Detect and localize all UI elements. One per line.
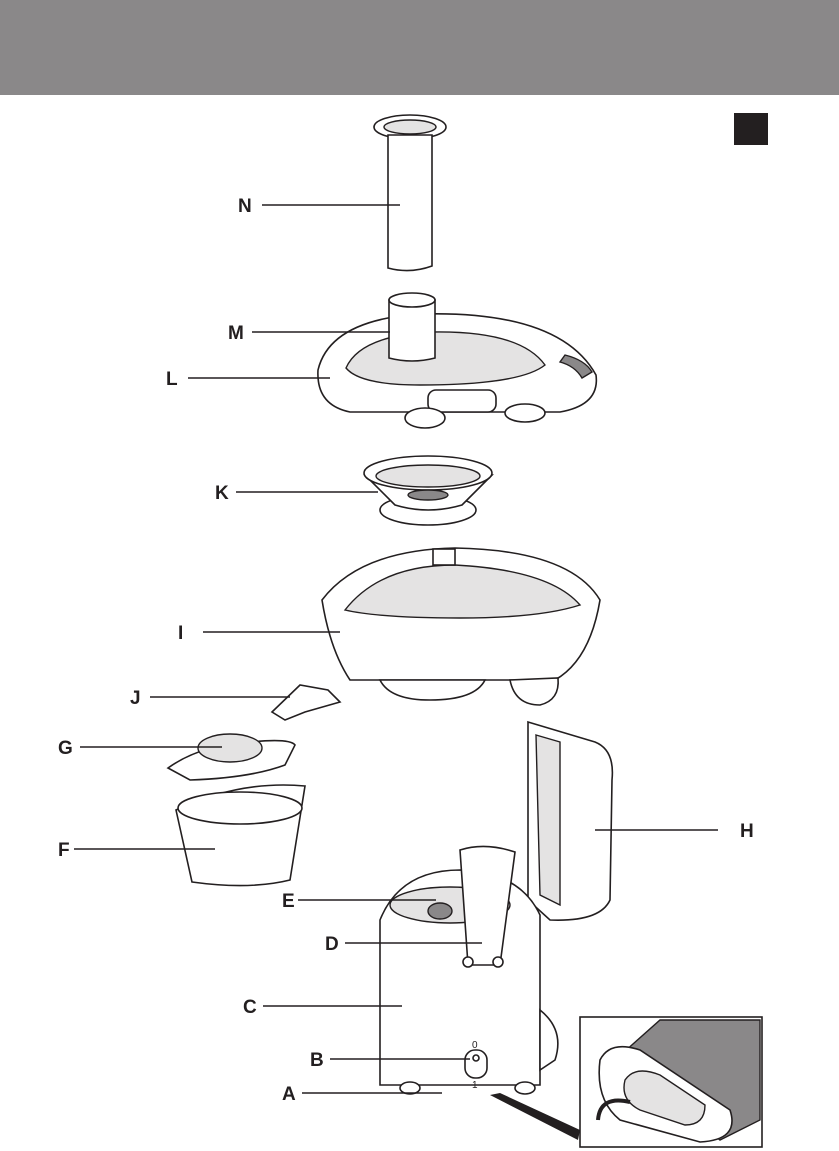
part-juice-jug	[175, 784, 306, 887]
part-feeding-tube	[388, 292, 436, 362]
part-pulp-container	[321, 547, 601, 706]
language-tab-marker	[734, 113, 768, 145]
label-d: D	[325, 934, 339, 955]
label-h: H	[740, 821, 754, 842]
part-froth-separator	[270, 684, 342, 721]
label-f: F	[58, 840, 70, 861]
switch-label-off: 0	[472, 1040, 478, 1051]
label-b: B	[310, 1050, 324, 1071]
label-m: M	[228, 323, 244, 344]
leader-lines	[74, 204, 718, 1094]
label-c: C	[243, 997, 257, 1018]
label-g: G	[58, 738, 73, 759]
label-e: E	[282, 891, 295, 912]
part-jug-lid	[166, 733, 296, 781]
label-l: L	[166, 369, 178, 390]
on-off-switch: 0 1	[464, 1040, 488, 1091]
part-cover	[527, 720, 614, 921]
label-k: K	[215, 483, 229, 504]
part-lid	[317, 312, 598, 429]
label-a: A	[282, 1084, 296, 1105]
switch-label-on: 1	[472, 1080, 478, 1091]
part-pusher	[373, 114, 447, 272]
part-safety-locking-arm	[459, 845, 516, 968]
part-filter	[363, 455, 494, 526]
label-n: N	[238, 196, 252, 217]
page-header-band	[0, 0, 839, 95]
inset-cord-storage	[490, 1016, 763, 1148]
label-i: I	[178, 623, 183, 644]
label-j: J	[130, 688, 141, 709]
